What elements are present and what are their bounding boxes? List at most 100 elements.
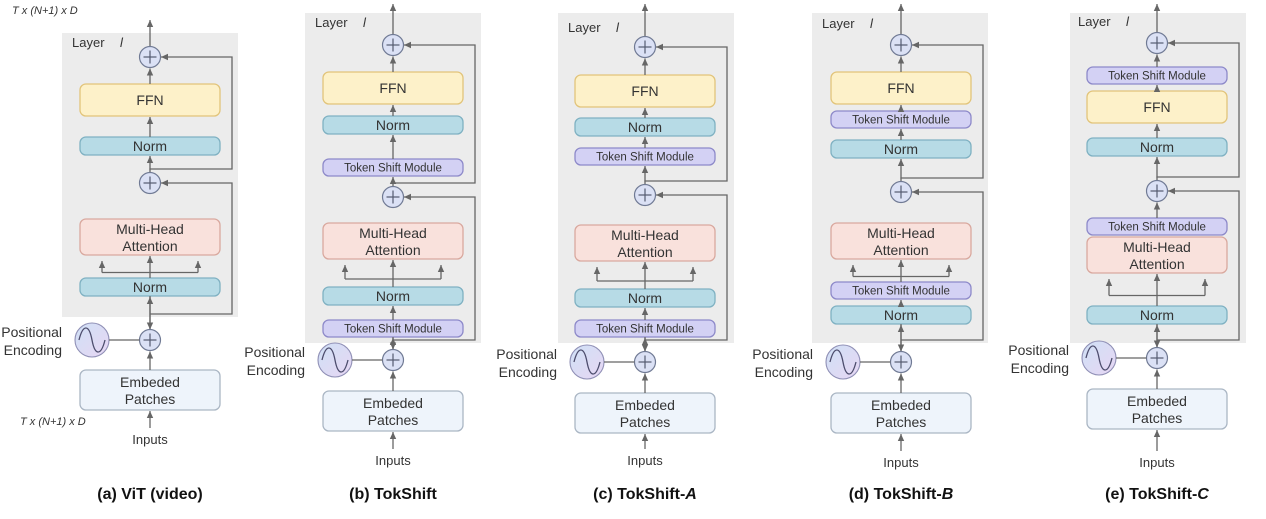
- ffn-label: FFN: [136, 92, 163, 108]
- ffn-label: FFN: [631, 83, 658, 99]
- embedding-label-line1: Embeded: [363, 395, 423, 411]
- positional-encoding-icon: [74, 322, 110, 358]
- inputs-label: Inputs: [132, 432, 168, 447]
- caption-text: (d) TokShift-: [849, 486, 942, 503]
- norm-label: Norm: [133, 279, 167, 295]
- ffn-block: FFN: [574, 74, 716, 108]
- add-node: [138, 45, 162, 69]
- attention-block-rect: [830, 222, 972, 260]
- token-shift-label: Token Shift Module: [852, 115, 950, 127]
- caption-text: (e) TokShift-: [1105, 486, 1197, 503]
- embedding-label-line2: Patches: [125, 391, 176, 407]
- token-shift-label: Token Shift Module: [852, 286, 950, 298]
- positional-encoding-icon: [825, 344, 861, 380]
- inputs-label: Inputs: [375, 453, 411, 468]
- attention-label-line2: Attention: [365, 242, 420, 258]
- norm-label: Norm: [884, 307, 918, 323]
- token-shift-block: Token Shift Module: [830, 281, 972, 300]
- residual-arrow: [393, 193, 476, 341]
- positional-label-line1: Positional: [496, 346, 557, 362]
- caption: (c) TokShift-A: [593, 486, 697, 503]
- token-shift-label: Token Shift Module: [596, 152, 694, 164]
- token-shift-block: Token Shift Module: [574, 319, 716, 338]
- norm-block: Norm: [79, 277, 221, 297]
- ffn-label: FFN: [1143, 99, 1170, 115]
- residual-arrow: [901, 188, 984, 341]
- norm-label: Norm: [884, 141, 918, 157]
- positional-label-line1: Positional: [244, 344, 305, 360]
- ffn-label: FFN: [379, 80, 406, 96]
- layer-variable: l: [870, 16, 874, 31]
- add-node: [138, 328, 162, 352]
- residual-arrow: [1157, 187, 1240, 341]
- sine-wave: [829, 349, 857, 375]
- attention-label-line2: Attention: [873, 242, 928, 258]
- add-node: [889, 350, 913, 374]
- positional-encoding-icon: [569, 344, 605, 380]
- add-node: [381, 348, 405, 372]
- caption-variable: A: [684, 486, 697, 503]
- caption: (b) TokShift: [349, 486, 437, 503]
- caption-text: (c) TokShift-: [593, 486, 685, 503]
- caption-text: (a) ViT (video): [97, 486, 203, 503]
- caption: (e) TokShift-C: [1105, 486, 1209, 503]
- add-node: [889, 33, 913, 57]
- caption-text: (b) TokShift: [349, 486, 437, 503]
- inputs-label: Inputs: [1139, 455, 1175, 470]
- positional-label-line2: Encoding: [4, 342, 62, 358]
- embedding-label-line1: Embeded: [871, 397, 931, 413]
- norm-label: Norm: [1140, 307, 1174, 323]
- token-shift-block: Token Shift Module: [322, 158, 464, 177]
- token-shift-block: Token Shift Module: [1086, 217, 1228, 236]
- norm-label: Norm: [376, 288, 410, 304]
- token-shift-block: Token Shift Module: [322, 319, 464, 338]
- token-shift-label: Token Shift Module: [1108, 71, 1206, 83]
- residual-arrow: [1156, 39, 1240, 178]
- token-shift-label: Token Shift Module: [1108, 222, 1206, 234]
- norm-block: Norm: [574, 117, 716, 137]
- sine-wave: [1085, 345, 1113, 371]
- add-node: [381, 185, 405, 209]
- attention-label-line1: Multi-Head: [611, 227, 679, 243]
- add-node: [1145, 346, 1169, 370]
- add-node: [138, 171, 162, 195]
- token-shift-block: Token Shift Module: [1086, 66, 1228, 85]
- token-shift-label: Token Shift Module: [344, 324, 442, 336]
- layer-background: [1070, 13, 1246, 343]
- sine-wave: [321, 347, 349, 373]
- layer-label: Layer: [72, 35, 105, 50]
- embedding-label-line2: Patches: [1132, 410, 1183, 426]
- ffn-block: FFN: [322, 71, 464, 105]
- positional-label-line2: Encoding: [755, 364, 813, 380]
- norm-block: Norm: [1086, 305, 1228, 325]
- embedding-label-line1: Embeded: [120, 374, 180, 390]
- sine-wave: [78, 327, 106, 353]
- embedding-label-line2: Patches: [876, 414, 927, 430]
- layer-background: [558, 13, 734, 343]
- add-node: [633, 350, 657, 374]
- caption: (d) TokShift-B: [849, 486, 954, 503]
- residual-arrow: [150, 179, 233, 315]
- layer-label: Layer: [315, 15, 348, 30]
- norm-block: Norm: [1086, 137, 1228, 157]
- layer-variable: l: [616, 20, 620, 35]
- positional-label-line2: Encoding: [1011, 360, 1069, 376]
- ffn-block: FFN: [830, 71, 972, 105]
- residual-arrow: [644, 43, 728, 182]
- layer-variable: l: [120, 35, 124, 50]
- caption-variable: B: [942, 486, 954, 503]
- attention-block-rect: [79, 218, 221, 256]
- ffn-block: FFN: [1086, 90, 1228, 124]
- inputs-label: Inputs: [883, 455, 919, 470]
- add-node: [633, 183, 657, 207]
- attention-label-line2: Attention: [122, 238, 177, 254]
- add-node: [1145, 31, 1169, 55]
